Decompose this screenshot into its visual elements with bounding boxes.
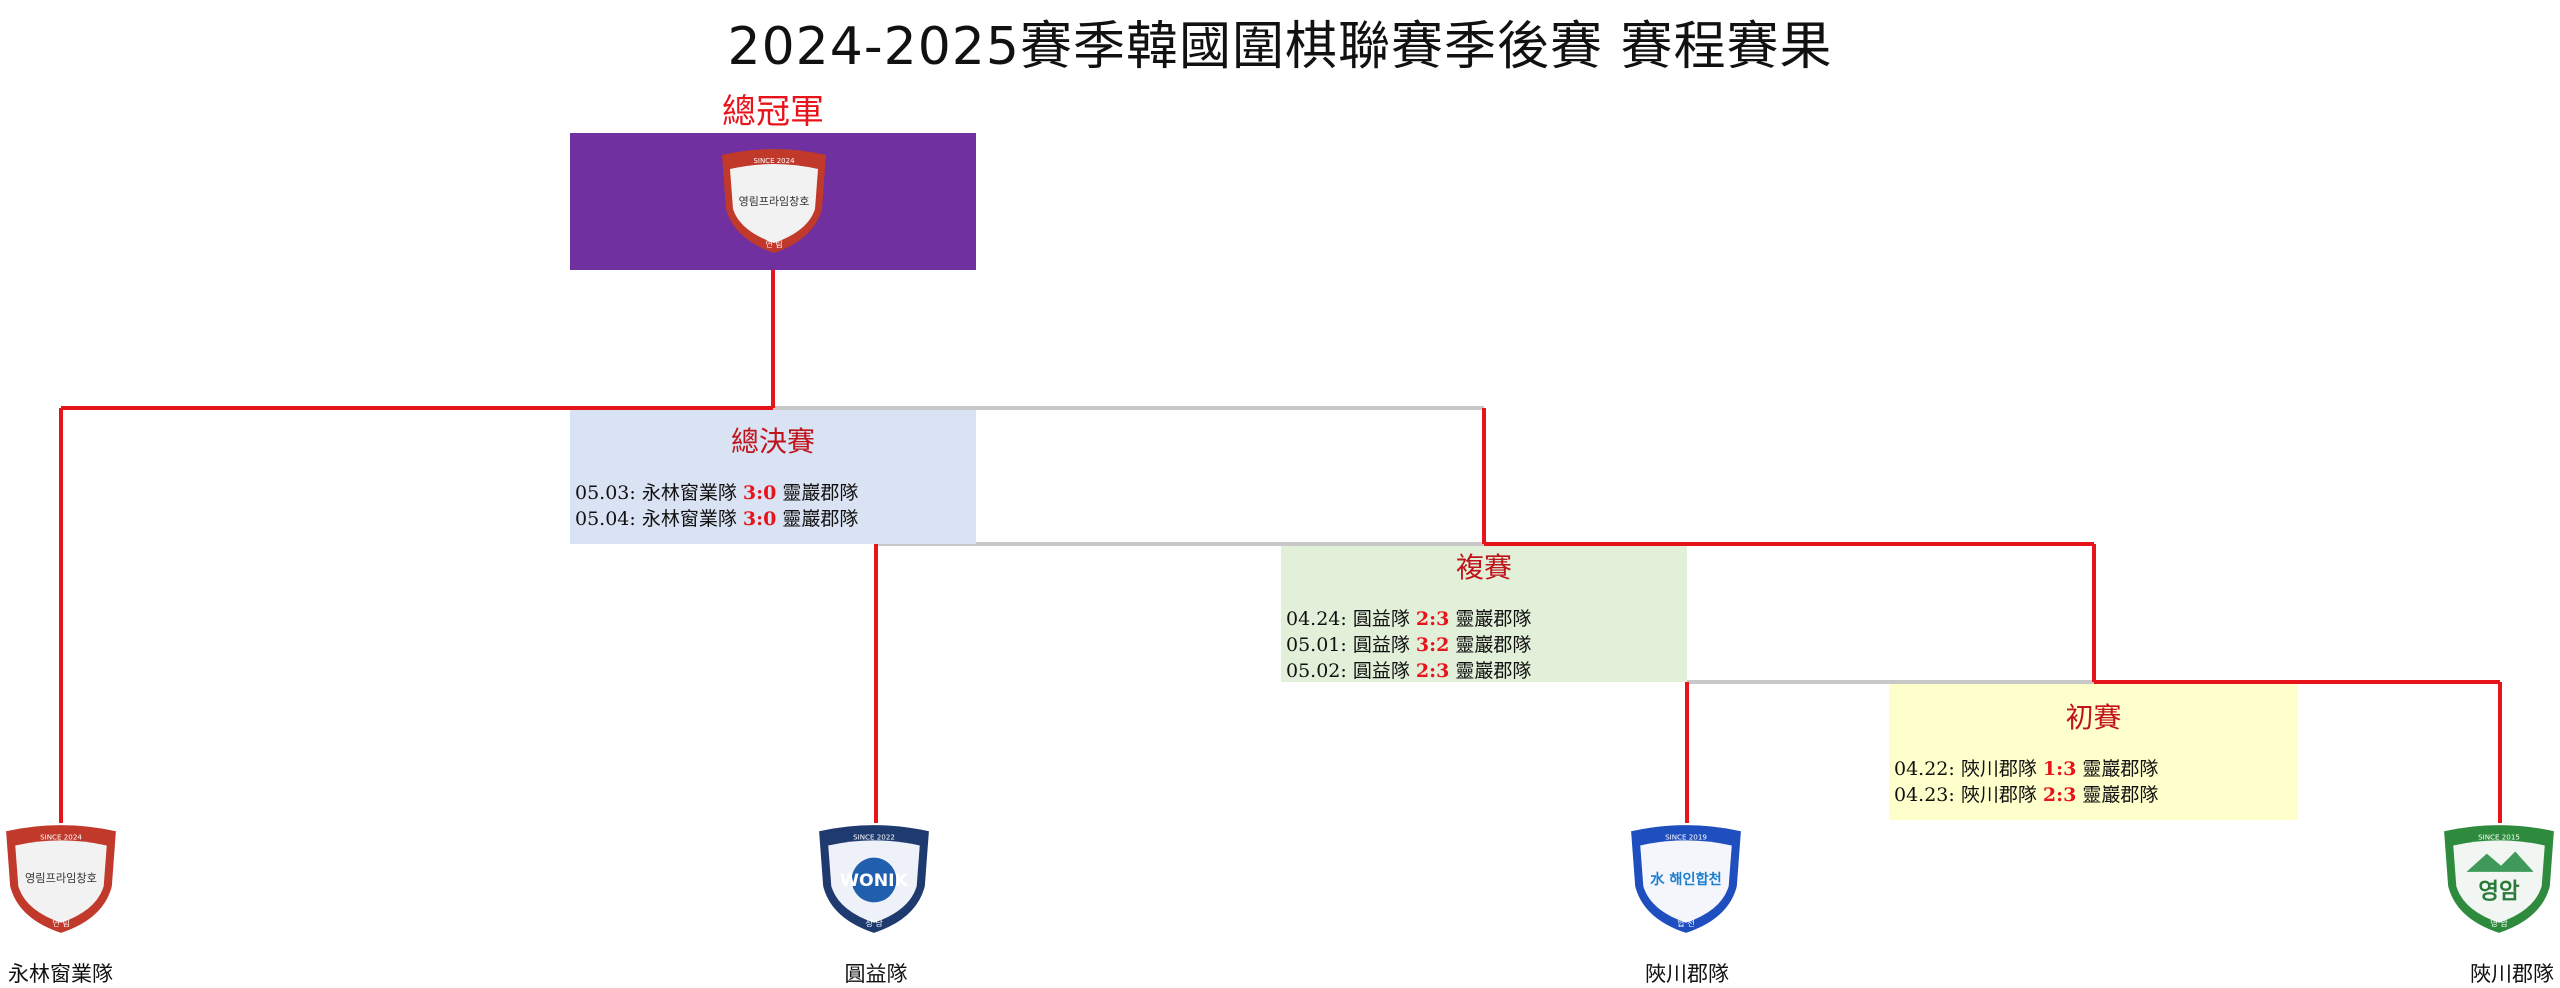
first-round-box: 初賽 04.22: 陜川郡隊 1:3 靈巖郡隊 04.23: 陜川郡隊 2:3 … — [1889, 684, 2298, 820]
team-2-logo-bottom: 성 남 — [865, 918, 883, 928]
team-4-logo-main: 영암 — [2478, 878, 2520, 904]
champion-box: SINCE 2024 영림프라임창호 연 림 — [570, 133, 976, 270]
team-3-name: 陜川郡隊 — [1645, 962, 1729, 986]
team-1-logo: SINCE 2024 영림프라임창호 연 림 — [6, 825, 116, 933]
team-2-logo-top: SINCE 2022 — [853, 832, 895, 841]
first-match-1: 04.22: 陜川郡隊 1:3 靈巖郡隊 — [1894, 758, 2159, 780]
team-3-logo-bottom: 합 천 — [1677, 918, 1695, 928]
champion-team-logo: SINCE 2024 영림프라임창호 연 림 — [722, 149, 826, 253]
semifinal-match-3: 05.02: 圓益隊 2:3 靈巖郡隊 — [1286, 660, 1532, 682]
team-4-logo-top: SINCE 2015 — [2478, 832, 2520, 841]
team-1-logo-bottom: 연 림 — [52, 918, 70, 928]
team-1-name: 永林窗業隊 — [8, 962, 113, 986]
semifinal-round-box: 複賽 04.24: 圓益隊 2:3 靈巖郡隊 05.01: 圓益隊 3:2 靈巖… — [1281, 546, 1687, 682]
team-4-logo-bottom: 영 암 — [2490, 918, 2508, 928]
team-2-logo: SINCE 2022 WONIK 성 남 — [819, 825, 929, 933]
team-1-logo-top: SINCE 2024 — [40, 832, 82, 841]
team-4-name: 陜川郡隊 — [2470, 962, 2554, 986]
team-3-logo: SINCE 2019 水 해인합천 합 천 — [1631, 825, 1741, 933]
final-match-2: 05.04: 永林窗業隊 3:0 靈巖郡隊 — [575, 508, 859, 530]
champion-logo-main: 영림프라임창호 — [739, 195, 810, 208]
team-3-logo-main: 水 해인합천 — [1650, 870, 1722, 888]
first-round-title: 初賽 — [2065, 701, 2122, 734]
team-2-name: 圓益隊 — [844, 962, 908, 986]
semifinal-match-1: 04.24: 圓益隊 2:3 靈巖郡隊 — [1286, 608, 1532, 630]
team-2-logo-main: WONIK — [840, 871, 909, 891]
semifinal-match-2: 05.01: 圓益隊 3:2 靈巖郡隊 — [1286, 634, 1532, 656]
page-title: 2024-2025賽季韓國圍棋聯賽季後賽 賽程賽果 — [727, 17, 1833, 77]
team-4-logo: SINCE 2015 영암 영 암 — [2444, 825, 2554, 933]
final-match-1: 05.03: 永林窗業隊 3:0 靈巖郡隊 — [575, 482, 859, 504]
team-3-logo-top: SINCE 2019 — [1665, 832, 1707, 841]
final-round-title: 總決賽 — [730, 425, 815, 458]
champion-logo-top: SINCE 2024 — [753, 157, 795, 165]
champion-logo-bottom: 연 림 — [765, 239, 782, 249]
first-match-2: 04.23: 陜川郡隊 2:3 靈巖郡隊 — [1894, 784, 2159, 806]
champion-label: 總冠軍 — [722, 92, 824, 132]
final-round-box: 總決賽 05.03: 永林窗業隊 3:0 靈巖郡隊 05.04: 永林窗業隊 3… — [570, 410, 976, 544]
team-1-logo-main: 영림프라임창호 — [25, 872, 97, 885]
semifinal-round-title: 複賽 — [1455, 551, 1512, 584]
